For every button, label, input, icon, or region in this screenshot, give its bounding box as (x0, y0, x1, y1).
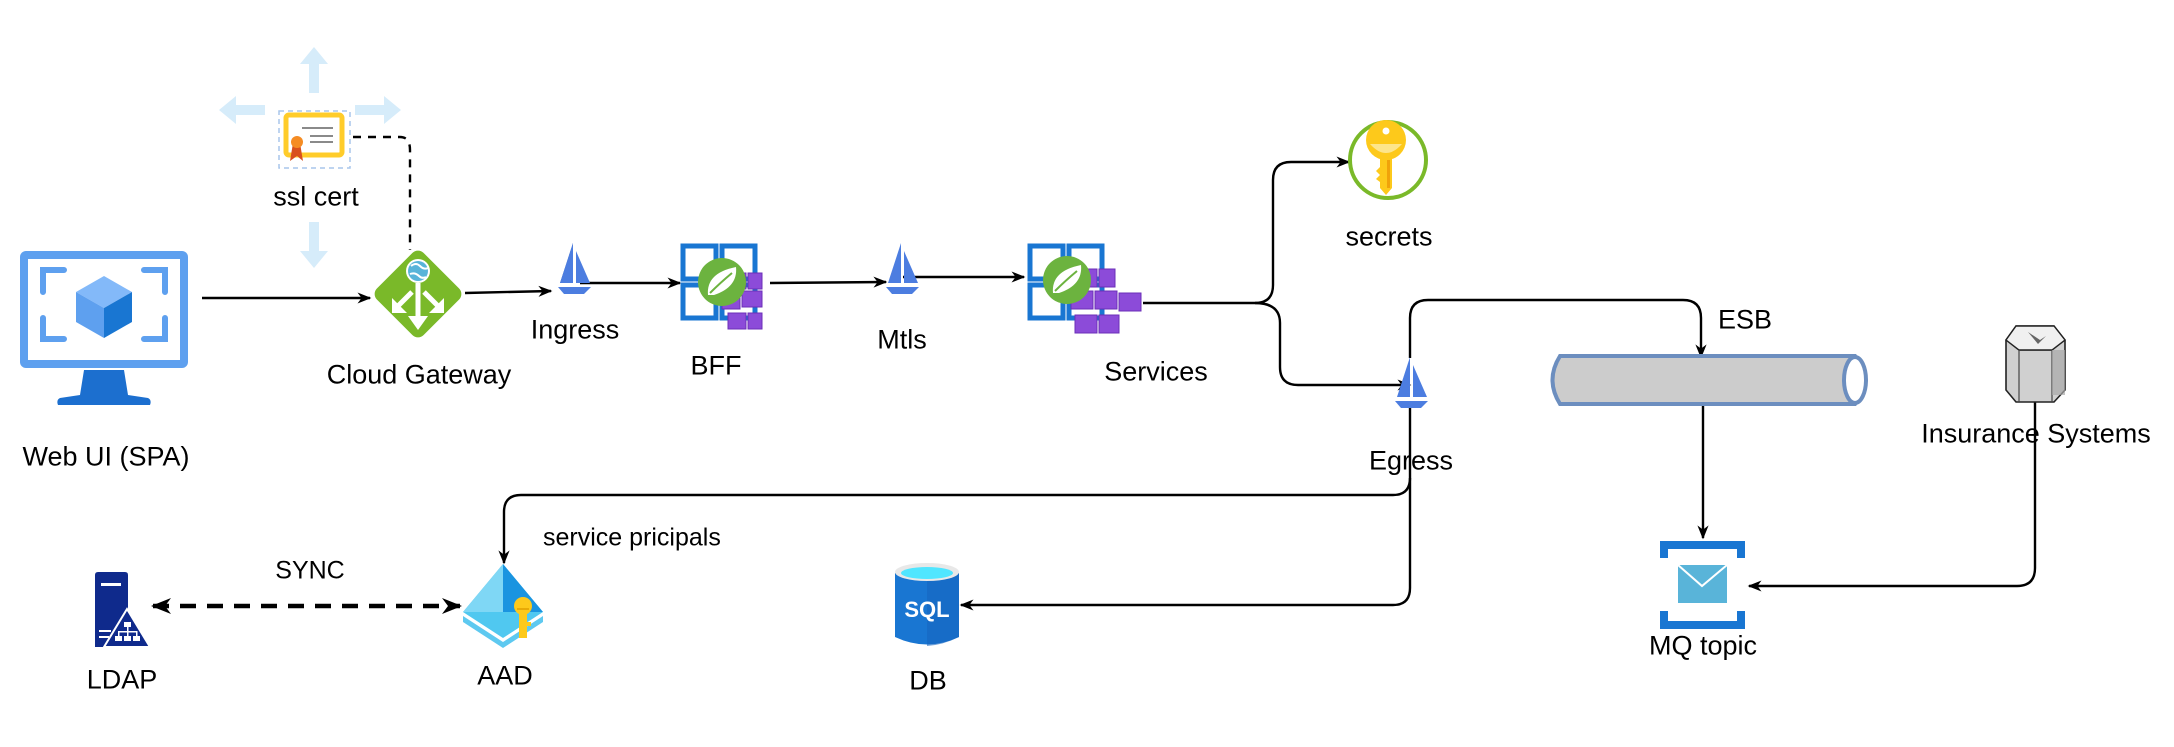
edge-gateway-to-ingress (464, 285, 553, 297)
edge-egress-to-esb (1408, 298, 1707, 359)
aad-label: AAD (477, 660, 533, 691)
ingress-label: Ingress (530, 314, 620, 345)
edge-bff-to-mtls (769, 276, 888, 288)
web-ui-node[interactable] (20, 251, 188, 405)
istio-sailboat-icon (886, 243, 919, 294)
ldap-server-icon (95, 572, 152, 648)
bff-node[interactable] (680, 243, 763, 330)
insurance-systems-node[interactable] (2005, 325, 2066, 403)
esb-node[interactable] (1550, 354, 1868, 406)
ssl-cert-node[interactable] (219, 47, 401, 268)
egress-node[interactable] (1395, 357, 1428, 408)
insurance-systems-label: Insurance Systems (1921, 418, 2151, 449)
mq-topic-node[interactable] (1660, 541, 1745, 629)
edges (151, 135, 2037, 614)
istio-sailboat-icon (558, 243, 591, 294)
monitor-cube-icon (20, 251, 188, 405)
pipe-icon (1550, 354, 1868, 406)
cloud-gateway-node[interactable] (371, 247, 464, 340)
sync-edge-label: SYNC (275, 556, 345, 585)
application-gateway-icon (374, 250, 462, 338)
services-node[interactable] (1027, 243, 1142, 334)
edge-sslcert-to-gateway (353, 135, 412, 250)
egress-label: Egress (1368, 445, 1454, 476)
ldap-node[interactable] (95, 572, 152, 648)
legacy-system-icon (2005, 325, 2066, 403)
service-principals-edge-label: service pricipals (543, 523, 721, 552)
service-bus-topic-icon (1660, 541, 1745, 629)
spring-apps-icon (1027, 243, 1142, 334)
sql-database-icon: SQL (895, 563, 959, 646)
certificate-icon (283, 112, 345, 161)
key-vault-icon (1348, 120, 1428, 200)
edge-services-to-egress (1254, 301, 1412, 391)
mq-topic-label: MQ topic (1648, 630, 1758, 661)
move-arrows-decoration (219, 47, 401, 268)
istio-sailboat-icon (1395, 357, 1428, 408)
db-label: DB (909, 665, 947, 696)
sql-icon-text: SQL (904, 597, 949, 622)
edge-insurance-to-mqtopic (1747, 400, 2037, 592)
esb-label: ESB (1718, 304, 1773, 335)
mtls-node[interactable] (886, 243, 919, 294)
secrets-node[interactable] (1348, 120, 1428, 200)
bff-label: BFF (690, 350, 742, 381)
web-ui-label: Web UI (SPA) (22, 441, 190, 472)
aad-node[interactable] (463, 564, 543, 648)
selection-box (278, 110, 351, 169)
spring-apps-icon (680, 243, 763, 330)
secrets-label: secrets (1345, 221, 1433, 252)
ingress-node[interactable] (558, 243, 591, 294)
cloud-gateway-label: Cloud Gateway (326, 359, 512, 390)
edge-egress-to-db (959, 478, 1412, 611)
ssl-cert-label: ssl cert (273, 181, 359, 212)
edge-services-to-secrets (1143, 156, 1351, 305)
services-label: Services (1104, 356, 1208, 387)
azure-ad-icon (463, 564, 543, 648)
mtls-label: Mtls (877, 324, 927, 355)
ldap-label: LDAP (86, 664, 158, 695)
db-node[interactable]: SQL (895, 563, 959, 646)
